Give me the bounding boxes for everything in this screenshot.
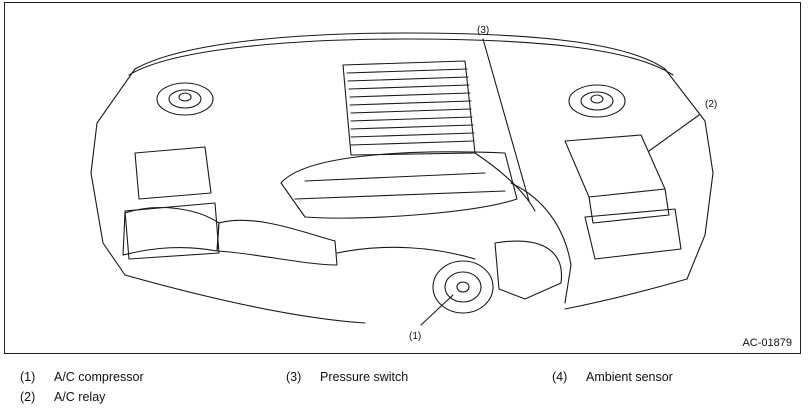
legend-label: Ambient sensor <box>586 370 673 384</box>
legend-number: (2) <box>20 390 36 404</box>
callout-2: (2) <box>705 99 718 110</box>
legend-label: Pressure switch <box>320 370 409 384</box>
callout-1-leader <box>420 294 454 326</box>
figure-code: AC-01879 <box>742 337 792 349</box>
legend-item-1: (1) A/C compressor <box>20 370 144 384</box>
ac-compressor <box>432 260 494 314</box>
callout-2-leader <box>648 114 700 152</box>
intercooler <box>342 60 476 156</box>
legend-item-2: (2) A/C relay <box>20 390 105 404</box>
relay-box <box>564 134 670 224</box>
right-strut-tower <box>568 84 626 118</box>
engine-bay-illustration <box>90 32 714 326</box>
engine-cover <box>280 151 518 219</box>
legend-number: (3) <box>286 370 302 384</box>
legend-number: (1) <box>20 370 36 384</box>
callout-1: (1) <box>409 331 422 342</box>
left-strut-tower <box>156 82 214 116</box>
legend-label: A/C relay <box>54 390 106 404</box>
callout-3-leader <box>482 38 530 202</box>
callout-3: (3) <box>477 25 490 36</box>
figure-frame: (3) (2) (1) AC-01879 <box>4 2 801 354</box>
legend-item-3: (3) Pressure switch <box>286 370 408 384</box>
legend-number: (4) <box>552 370 568 384</box>
legend: (1) A/C compressor (2) A/C relay (3) Pressu… <box>0 362 810 414</box>
legend-item-4: (4) Ambient sensor <box>552 370 673 384</box>
legend-label: A/C compressor <box>54 370 144 384</box>
